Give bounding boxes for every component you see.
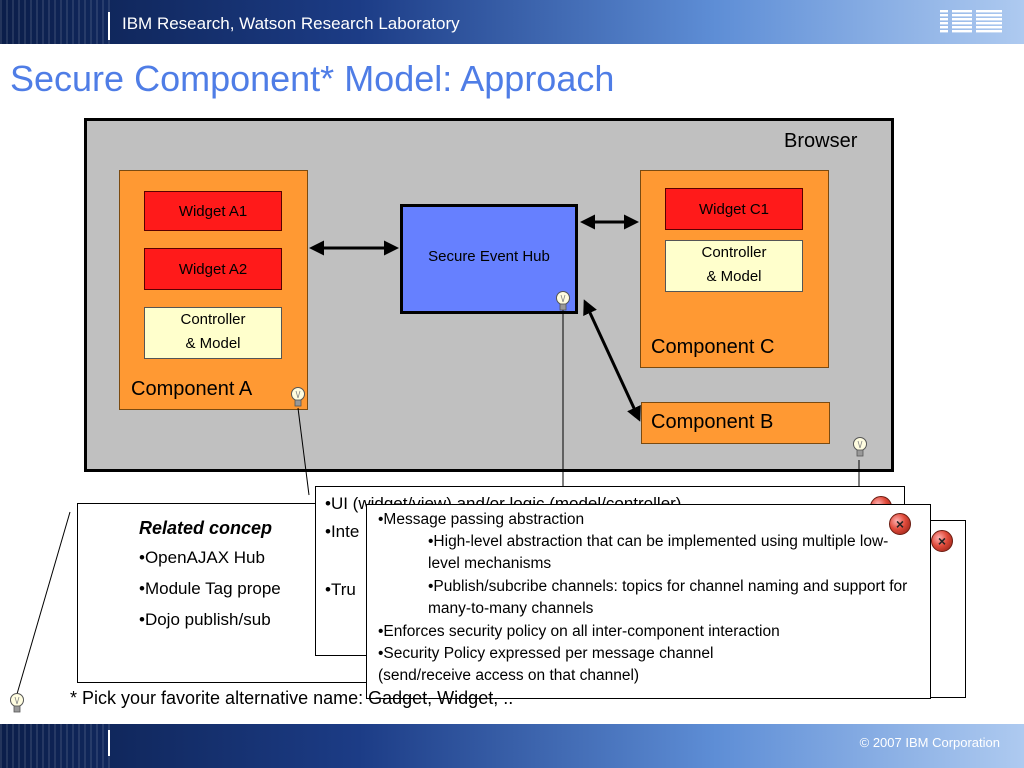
header-divider	[108, 12, 110, 40]
footer-stripes	[0, 724, 110, 768]
secure-event-hub[interactable]	[400, 204, 578, 314]
lightbulb-icon[interactable]	[555, 290, 571, 312]
browser-label: Browser	[784, 130, 858, 152]
slide-title: Secure Component* Model: Approach	[10, 58, 615, 99]
ibm-logo	[940, 10, 1002, 34]
related-item: •Module Tag prope	[139, 579, 281, 598]
controller-a-line1: Controller	[180, 311, 246, 328]
controller-c-line1: Controller	[701, 244, 767, 261]
message-item: •Enforces security policy on all inter-c…	[378, 623, 780, 640]
component-a-label: Component A	[131, 378, 253, 400]
component-b-label: Component B	[651, 411, 774, 433]
message-subitem: •High-level abstraction that can be impl…	[428, 533, 889, 572]
component-b[interactable]	[641, 402, 830, 444]
controller-model-a[interactable]: Controller & Model	[144, 307, 282, 359]
footer-bar: © 2007 IBM Corporation	[0, 724, 1024, 768]
widget-a2[interactable]: Widget A2	[144, 248, 282, 290]
message-subitem: •Publish/subcribe channels: topics for c…	[428, 578, 908, 617]
message-item: •Security Policy expressed per message c…	[378, 645, 714, 684]
lightbulb-icon[interactable]	[290, 386, 306, 408]
close-icon[interactable]: ×	[889, 513, 911, 535]
hub-label: Secure Event Hub	[428, 248, 550, 265]
organization-name: IBM Research, Watson Research Laboratory	[122, 14, 460, 33]
component-c-label: Component C	[651, 336, 775, 358]
widget-a1[interactable]: Widget A1	[144, 191, 282, 231]
related-item: •OpenAJAX Hub	[139, 548, 265, 567]
arrow-hub-b	[583, 299, 641, 422]
message-item: •Message passing abstraction	[378, 511, 585, 528]
copyright: © 2007 IBM Corporation	[859, 735, 1000, 750]
note-message-passing[interactable]	[366, 504, 931, 699]
close-icon[interactable]: ×	[931, 530, 953, 552]
ui-logic-item: •Tru	[325, 580, 356, 599]
callout-line-foot	[16, 511, 71, 695]
ui-logic-item: •Inte	[325, 522, 360, 541]
header-stripes	[0, 0, 110, 44]
controller-c-line2: & Model	[706, 268, 762, 285]
footnote: * Pick your favorite alternative name: G…	[70, 688, 514, 708]
lightbulb-icon[interactable]	[9, 692, 25, 714]
footer-divider	[108, 730, 110, 756]
callout-line-a	[297, 407, 310, 496]
header-bar: IBM Research, Watson Research Laboratory	[0, 0, 1024, 44]
lightbulb-icon[interactable]	[852, 436, 868, 458]
related-item: •Dojo publish/sub	[139, 610, 271, 629]
controller-a-line2: & Model	[185, 335, 241, 352]
related-concepts-heading: Related concep	[139, 518, 273, 538]
widget-c1[interactable]: Widget C1	[665, 188, 803, 230]
controller-model-c[interactable]: Controller & Model	[665, 240, 803, 292]
